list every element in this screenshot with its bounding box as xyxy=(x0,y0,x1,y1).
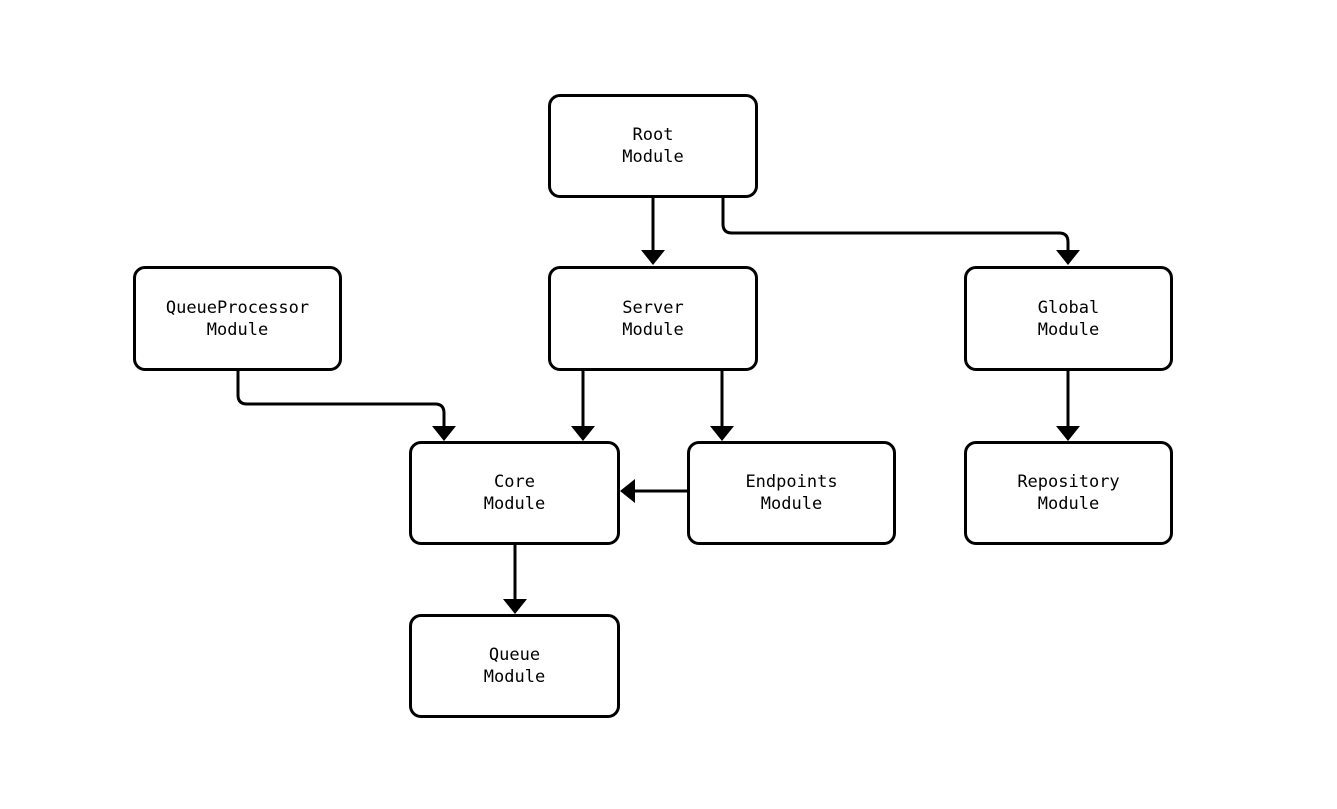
edge-server-to-core xyxy=(571,371,595,441)
node-endpoints-module[interactable]: Endpoints Module xyxy=(687,441,896,545)
edge-root-to-server xyxy=(641,198,665,265)
node-global-module[interactable]: Global Module xyxy=(964,266,1173,371)
node-queue-module[interactable]: Queue Module xyxy=(409,614,620,718)
node-queueprocessor-module[interactable]: QueueProcessor Module xyxy=(133,266,342,371)
node-core-module-line2: Module xyxy=(483,494,546,514)
edge-global-to-repository xyxy=(1056,371,1080,441)
node-global-module-line1: Global xyxy=(1037,297,1100,318)
edge-queueprocessor-to-core xyxy=(236,371,456,441)
node-endpoints-module-line2: Module xyxy=(760,494,823,514)
node-core-module[interactable]: Core Module xyxy=(409,441,620,545)
node-root-module-line1: Root xyxy=(632,125,674,145)
node-global-module-line2: Module xyxy=(1037,319,1100,340)
edge-root-to-global xyxy=(721,198,1080,265)
edge-core-to-queue xyxy=(503,545,527,614)
edge-endpoints-to-core xyxy=(620,479,687,503)
edge-server-to-endpoints xyxy=(710,371,734,441)
node-queue-module-line2: Module xyxy=(483,667,546,687)
node-repository-module-line2: Module xyxy=(1037,494,1100,514)
node-endpoints-module-line1: Endpoints xyxy=(745,472,838,492)
node-server-module-line1: Server xyxy=(622,297,684,318)
node-core-module-line1: Core xyxy=(494,472,535,492)
node-server-module-line2: Module xyxy=(622,319,684,340)
node-root-module[interactable]: Root Module xyxy=(548,94,758,198)
node-root-module-line2: Module xyxy=(622,147,684,167)
node-server-module[interactable]: Server Module xyxy=(548,266,758,371)
node-repository-module-line1: Repository xyxy=(1017,472,1120,492)
node-queue-module-line1: Queue xyxy=(488,645,541,665)
node-repository-module[interactable]: Repository Module xyxy=(964,441,1173,545)
node-queueprocessor-module-line2: Module xyxy=(206,319,269,340)
node-queueprocessor-module-line1: QueueProcessor xyxy=(165,297,310,318)
